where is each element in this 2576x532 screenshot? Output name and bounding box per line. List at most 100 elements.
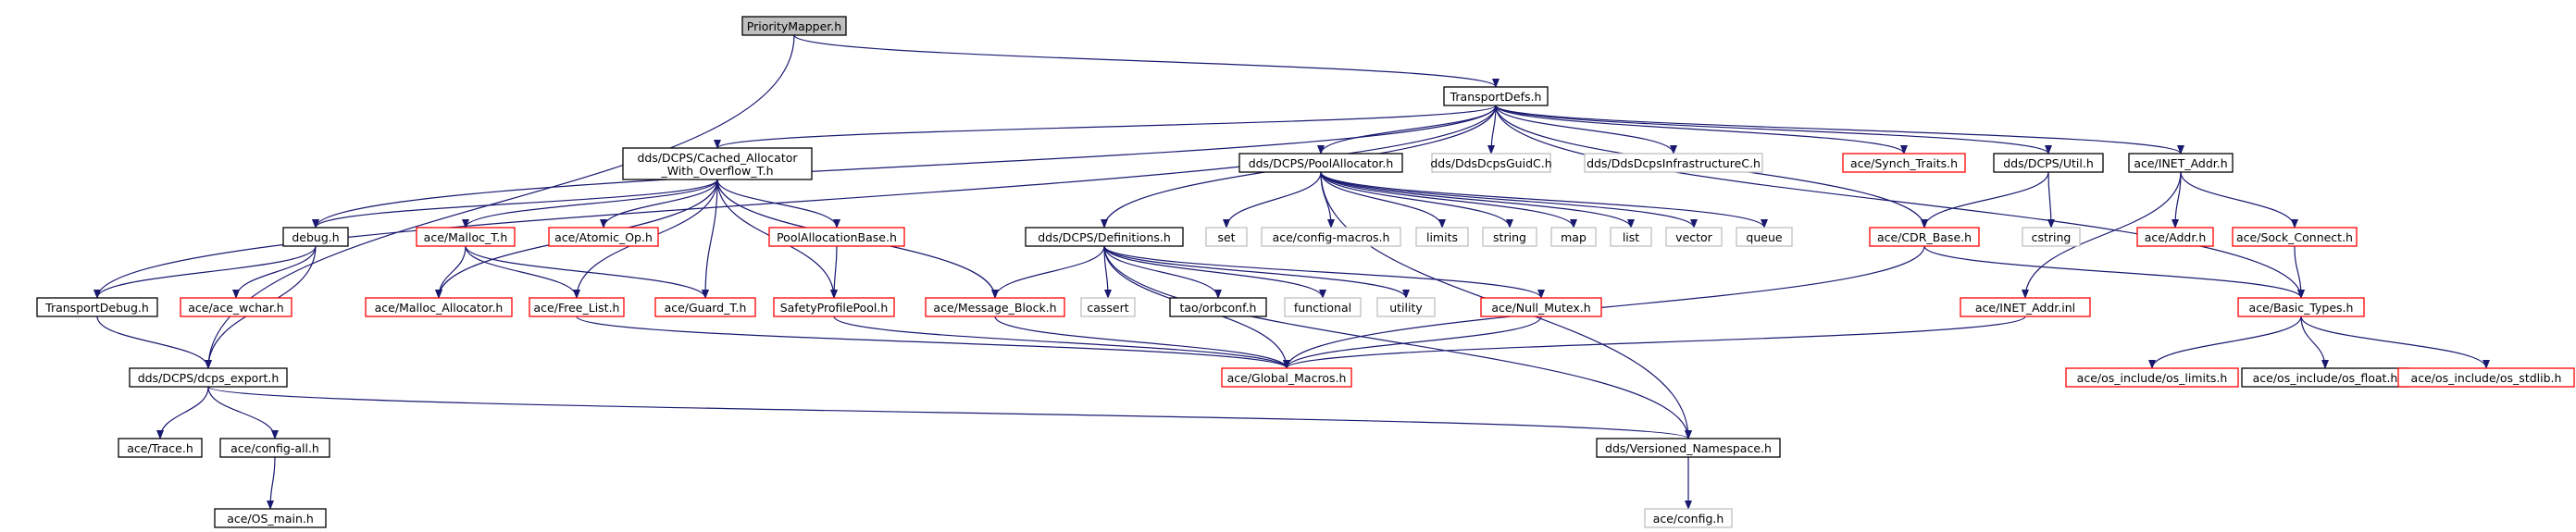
edge-arrow bbox=[1103, 245, 1410, 299]
node-map[interactable]: map bbox=[1550, 227, 1597, 247]
edge-arrow bbox=[1283, 245, 1925, 369]
edge-PoolAllocator-to-limits bbox=[1320, 171, 1446, 229]
edge-arrow bbox=[702, 179, 718, 299]
node-box bbox=[1415, 227, 1469, 247]
edge-arrow bbox=[991, 245, 1105, 299]
edge-arrow bbox=[714, 105, 1497, 149]
edge-CachedAlloc-to-PoolAllocBase bbox=[716, 179, 840, 229]
node-Addr[interactable]: ace/Addr.h bbox=[2136, 227, 2214, 247]
edge-arrow bbox=[2047, 171, 2055, 229]
node-INETAddr[interactable]: ace/INET_Addr.h bbox=[2128, 153, 2234, 173]
edge-arrow bbox=[465, 245, 709, 299]
node-box bbox=[2232, 227, 2358, 247]
edge-CachedAlloc-to-debug bbox=[312, 179, 718, 229]
node-box bbox=[1736, 227, 1793, 247]
node-utility[interactable]: utility bbox=[1376, 297, 1436, 317]
node-FreeList[interactable]: ace/Free_List.h bbox=[529, 297, 625, 317]
node-box bbox=[2128, 153, 2234, 173]
node-BasicTypes[interactable]: ace/Basic_Types.h bbox=[2237, 297, 2365, 317]
node-box bbox=[2136, 227, 2214, 247]
node-GuidC[interactable]: dds/DdsDcpsGuidC.h bbox=[1430, 153, 1552, 173]
node-PoolAllocBase[interactable]: PoolAllocationBase.h bbox=[768, 227, 905, 247]
node-SynchTraits[interactable]: ace/Synch_Traits.h bbox=[1842, 153, 1966, 173]
node-string[interactable]: string bbox=[1482, 227, 1537, 247]
node-queue[interactable]: queue bbox=[1736, 227, 1793, 247]
node-MallocT[interactable]: ace/Malloc_T.h bbox=[416, 227, 516, 247]
node-osstdlib[interactable]: ace/os_include/os_stdlib.h bbox=[2397, 367, 2575, 388]
edge-arrow bbox=[793, 34, 1500, 88]
node-dcpsexport[interactable]: dds/DCPS/dcps_export.h bbox=[129, 367, 288, 388]
edge-arrow bbox=[1103, 245, 1545, 299]
node-Definitions[interactable]: dds/DCPS/Definitions.h bbox=[1025, 227, 1184, 247]
node-cstring[interactable]: cstring bbox=[2022, 227, 2081, 247]
node-list[interactable]: list bbox=[1610, 227, 1652, 247]
node-label: TransportDebug.h bbox=[44, 301, 149, 315]
node-box bbox=[773, 297, 895, 317]
node-AtomicOp[interactable]: ace/Atomic_Op.h bbox=[548, 227, 659, 247]
node-SockConnect[interactable]: ace/Sock_Connect.h bbox=[2232, 227, 2358, 247]
node-MallocAllocator[interactable]: ace/Malloc_Allocator.h bbox=[365, 297, 513, 317]
node-box bbox=[180, 297, 292, 317]
node-GlobalMacros[interactable]: ace/Global_Macros.h bbox=[1221, 367, 1352, 388]
node-limits[interactable]: limits bbox=[1415, 227, 1469, 247]
edges-layer bbox=[93, 34, 2490, 510]
node-Versioned[interactable]: dds/Versioned_Namespace.h bbox=[1596, 438, 1781, 458]
node-cassert[interactable]: cassert bbox=[1080, 297, 1136, 317]
node-functional[interactable]: functional bbox=[1284, 297, 1362, 317]
edge-INETAddr-to-INETAddrInl bbox=[2022, 171, 2182, 299]
node-label: ace/Synch_Traits.h bbox=[1850, 156, 1958, 170]
node-CachedAlloc[interactable]: dds/DCPS/Cached_Allocator_With_Overflow_… bbox=[622, 147, 813, 180]
node-vector[interactable]: vector bbox=[1665, 227, 1723, 247]
edge-CachedAlloc-to-AtomicOp bbox=[600, 179, 718, 229]
node-label: cassert bbox=[1087, 301, 1128, 315]
node-configmacros[interactable]: ace/config-macros.h bbox=[1261, 227, 1401, 247]
edge-MallocT-to-FreeList bbox=[465, 245, 580, 299]
node-orbconf[interactable]: tao/orbconf.h bbox=[1169, 297, 1267, 317]
node-label: PoolAllocationBase.h bbox=[777, 230, 897, 244]
node-box bbox=[1610, 227, 1652, 247]
edge-TransportDefs-to-BasicTypes bbox=[1495, 105, 2305, 299]
node-oslimits[interactable]: ace/os_include/os_limits.h bbox=[2065, 367, 2239, 388]
node-TransportDebug[interactable]: TransportDebug.h bbox=[36, 297, 158, 317]
node-label: dds/DdsDcpsGuidC.h bbox=[1430, 156, 1551, 170]
node-box bbox=[1431, 153, 1551, 173]
node-PoolAllocator[interactable]: dds/DCPS/PoolAllocator.h bbox=[1238, 153, 1403, 173]
node-PriorityMapper[interactable]: PriorityMapper.h bbox=[741, 16, 847, 36]
edge-TransportDefs-to-TransportDebug bbox=[93, 105, 1497, 299]
edge-MallocT-to-MallocAllocator bbox=[435, 245, 467, 299]
node-Util[interactable]: dds/DCPS/Util.h bbox=[1993, 153, 2104, 173]
node-OSmain[interactable]: ace/OS_main.h bbox=[214, 508, 327, 528]
node-CDRBase[interactable]: ace/CDR_Base.h bbox=[1869, 227, 1980, 247]
node-TransportDefs[interactable]: TransportDefs.h bbox=[1443, 86, 1549, 106]
node-NullMutex[interactable]: ace/Null_Mutex.h bbox=[1480, 297, 1602, 317]
node-configall[interactable]: ace/config-all.h bbox=[219, 438, 330, 458]
edge-CachedAlloc-to-MallocT bbox=[462, 179, 718, 229]
node-acewchar[interactable]: ace/ace_wchar.h bbox=[180, 297, 292, 317]
node-INETAddrInl[interactable]: ace/INET_Addr.inl bbox=[1960, 297, 2091, 317]
node-SafetyProfilePool[interactable]: SafetyProfilePool.h bbox=[773, 297, 895, 317]
edge-arrow bbox=[2300, 315, 2329, 369]
node-InfraC[interactable]: dds/DdsDcpsInfrastructureC.h bbox=[1584, 153, 1763, 173]
node-set[interactable]: set bbox=[1205, 227, 1248, 247]
edge-arrow bbox=[312, 105, 1497, 229]
node-config[interactable]: ace/config.h bbox=[1644, 508, 1733, 528]
edge-arrow bbox=[2148, 315, 2302, 369]
edge-arrow bbox=[465, 245, 580, 299]
node-label: ace/INET_Addr.h bbox=[2134, 156, 2227, 170]
node-debug[interactable]: debug.h bbox=[282, 227, 349, 247]
edge-arrow bbox=[1320, 171, 1698, 229]
node-label: ace/Global_Macros.h bbox=[1227, 371, 1347, 385]
node-label: ace/os_include/os_limits.h bbox=[2077, 371, 2228, 385]
node-box bbox=[1376, 297, 1436, 317]
node-osfloat[interactable]: ace/os_include/os_float.h bbox=[2241, 367, 2409, 388]
node-label: queue bbox=[1746, 230, 1782, 244]
node-GuardT[interactable]: ace/Guard_T.h bbox=[654, 297, 756, 317]
edge-arrow bbox=[1317, 105, 1497, 155]
edge-arrow bbox=[96, 315, 212, 369]
node-box bbox=[1842, 153, 1966, 173]
node-label: list bbox=[1623, 230, 1639, 244]
node-Trace[interactable]: ace/Trace.h bbox=[118, 438, 203, 458]
node-box bbox=[282, 227, 349, 247]
node-MessageBlock[interactable]: ace/Message_Block.h bbox=[925, 297, 1065, 317]
edge-PriorityMapper-to-TransportDefs bbox=[793, 34, 1500, 88]
